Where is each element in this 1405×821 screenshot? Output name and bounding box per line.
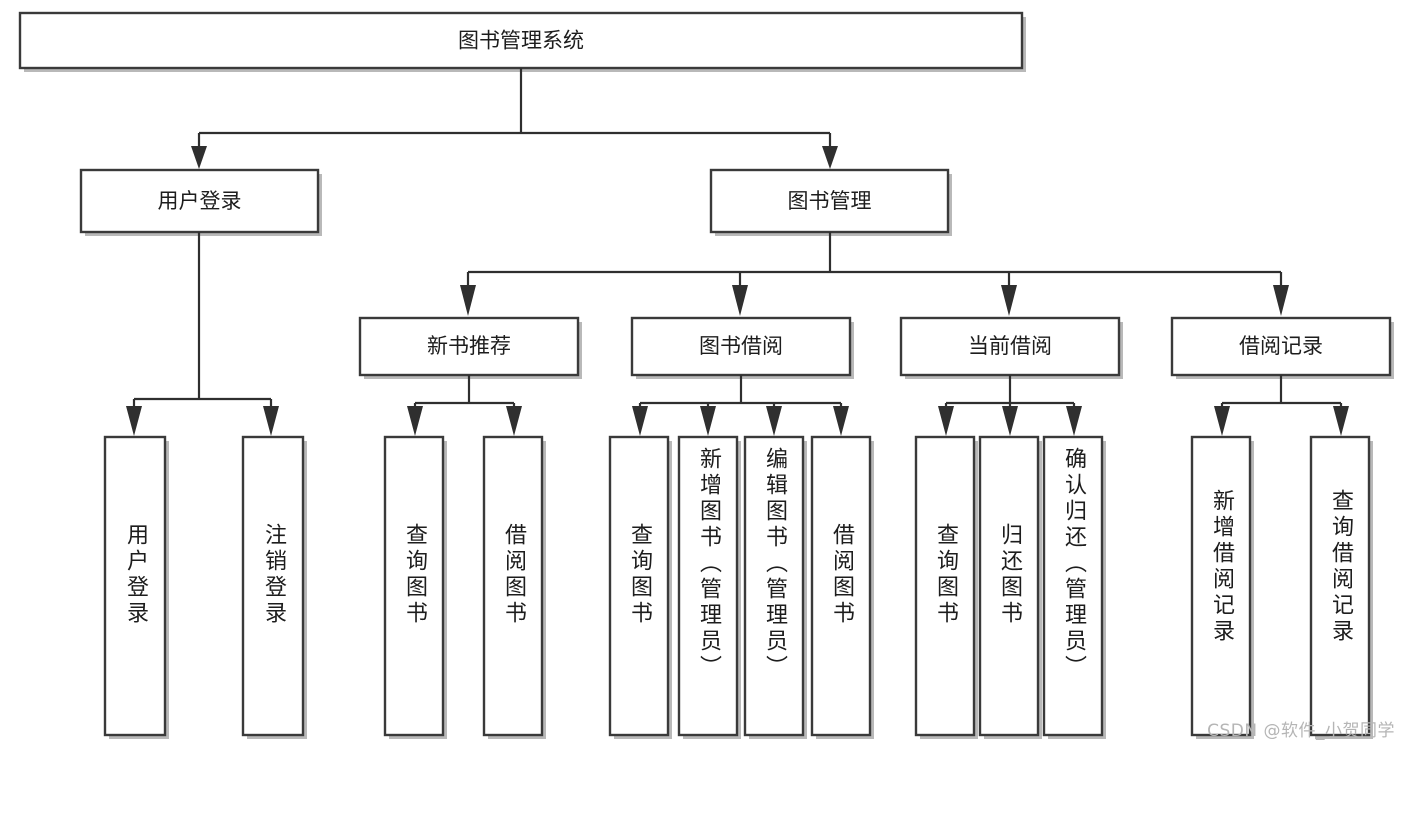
node-user-login[interactable]: 用户登录	[79, 168, 322, 236]
node-current-borrow[interactable]: 当前借阅	[899, 316, 1123, 379]
book-borrow-label: 图书借阅	[699, 334, 783, 358]
arrow-head-leaf-borrow-book-2	[833, 406, 849, 436]
current-borrow-label: 当前借阅	[968, 334, 1052, 358]
node-leaf-borrow-book-2[interactable]	[810, 435, 874, 739]
leaf-edit-book-box	[743, 435, 805, 737]
leaf-borrow-book-1-box	[482, 435, 544, 737]
arrow-head-current-borrow	[1001, 285, 1017, 316]
leaf-query-record-box	[1309, 435, 1371, 737]
diagram-canvas: 图书管理系统 用户登录 图书管理	[18, 11, 1394, 739]
new-book-recommend-box	[358, 316, 580, 377]
leaf-add-book-box	[677, 435, 739, 737]
leaf-query-book-3-box	[914, 435, 976, 737]
arrow-head-leaf-add-book	[700, 406, 716, 436]
node-leaf-add-record[interactable]	[1190, 435, 1254, 739]
node-leaf-add-book[interactable]	[677, 435, 741, 739]
node-leaf-confirm-return[interactable]	[1042, 435, 1106, 739]
arrow-head-leaf-edit-book	[766, 406, 782, 436]
book-management-box	[709, 168, 950, 234]
root-box	[18, 11, 1024, 70]
node-leaf-borrow-book-1[interactable]	[482, 435, 546, 739]
borrow-record-label: 借阅记录	[1239, 334, 1323, 358]
node-new-book-recommend[interactable]: 新书推荐	[358, 316, 582, 379]
arrow-head-leaf-query-book-2	[632, 406, 648, 436]
leaf-borrow-book-2-box	[810, 435, 872, 737]
arrow-head-leaf-borrow-book-1	[506, 406, 522, 436]
leaf-logout-box	[241, 435, 305, 737]
arrow-head-leaf-user-login	[126, 406, 142, 436]
node-book-management[interactable]: 图书管理	[709, 168, 952, 236]
node-leaf-return-book[interactable]	[978, 435, 1042, 739]
arrow-head-user-login	[191, 146, 207, 169]
node-leaf-edit-book[interactable]	[743, 435, 807, 739]
arrow-head-borrow-record	[1273, 285, 1289, 316]
system-structure-diagram: 图书管理系统 用户登录 图书管理	[18, 11, 1395, 741]
node-root[interactable]: 图书管理系统	[18, 11, 1026, 72]
node-leaf-query-record[interactable]	[1309, 435, 1373, 739]
borrow-record-box	[1170, 316, 1392, 377]
arrow-head-leaf-query-book-3	[938, 406, 954, 436]
watermark-text: CSDN @软件_小贺同学	[1207, 721, 1395, 741]
arrow-head-book-borrow	[732, 285, 748, 316]
arrow-head-book-management	[822, 146, 838, 169]
leaf-add-record-box	[1190, 435, 1252, 737]
node-book-borrow[interactable]: 图书借阅	[630, 316, 854, 379]
book-management-label: 图书管理	[788, 189, 872, 213]
node-leaf-query-book-1[interactable]	[383, 435, 447, 739]
arrow-head-leaf-add-record	[1214, 406, 1230, 436]
leaf-query-book-2-box	[608, 435, 670, 737]
arrow-head-leaf-query-book-1	[407, 406, 423, 436]
node-leaf-query-book-2[interactable]	[608, 435, 672, 739]
arrow-head-new-book-recommend	[460, 285, 476, 316]
leaf-user-login-box	[103, 435, 167, 737]
arrow-head-leaf-query-record	[1333, 406, 1349, 436]
new-book-recommend-label: 新书推荐	[427, 334, 511, 358]
leaf-query-book-1-box	[383, 435, 445, 737]
node-leaf-user-login[interactable]	[103, 435, 169, 739]
arrow-head-leaf-confirm-return	[1066, 406, 1082, 436]
leaf-confirm-return-box	[1042, 435, 1104, 737]
user-login-label: 用户登录	[158, 189, 242, 213]
node-leaf-logout[interactable]	[241, 435, 307, 739]
user-login-box	[79, 168, 320, 234]
arrow-head-leaf-logout	[263, 406, 279, 436]
arrow-head-leaf-return-book	[1002, 406, 1018, 436]
node-borrow-record[interactable]: 借阅记录	[1170, 316, 1394, 379]
leaf-return-book-box	[978, 435, 1040, 737]
current-borrow-box	[899, 316, 1121, 377]
root-label: 图书管理系统	[458, 29, 584, 53]
node-leaf-query-book-3[interactable]	[914, 435, 978, 739]
